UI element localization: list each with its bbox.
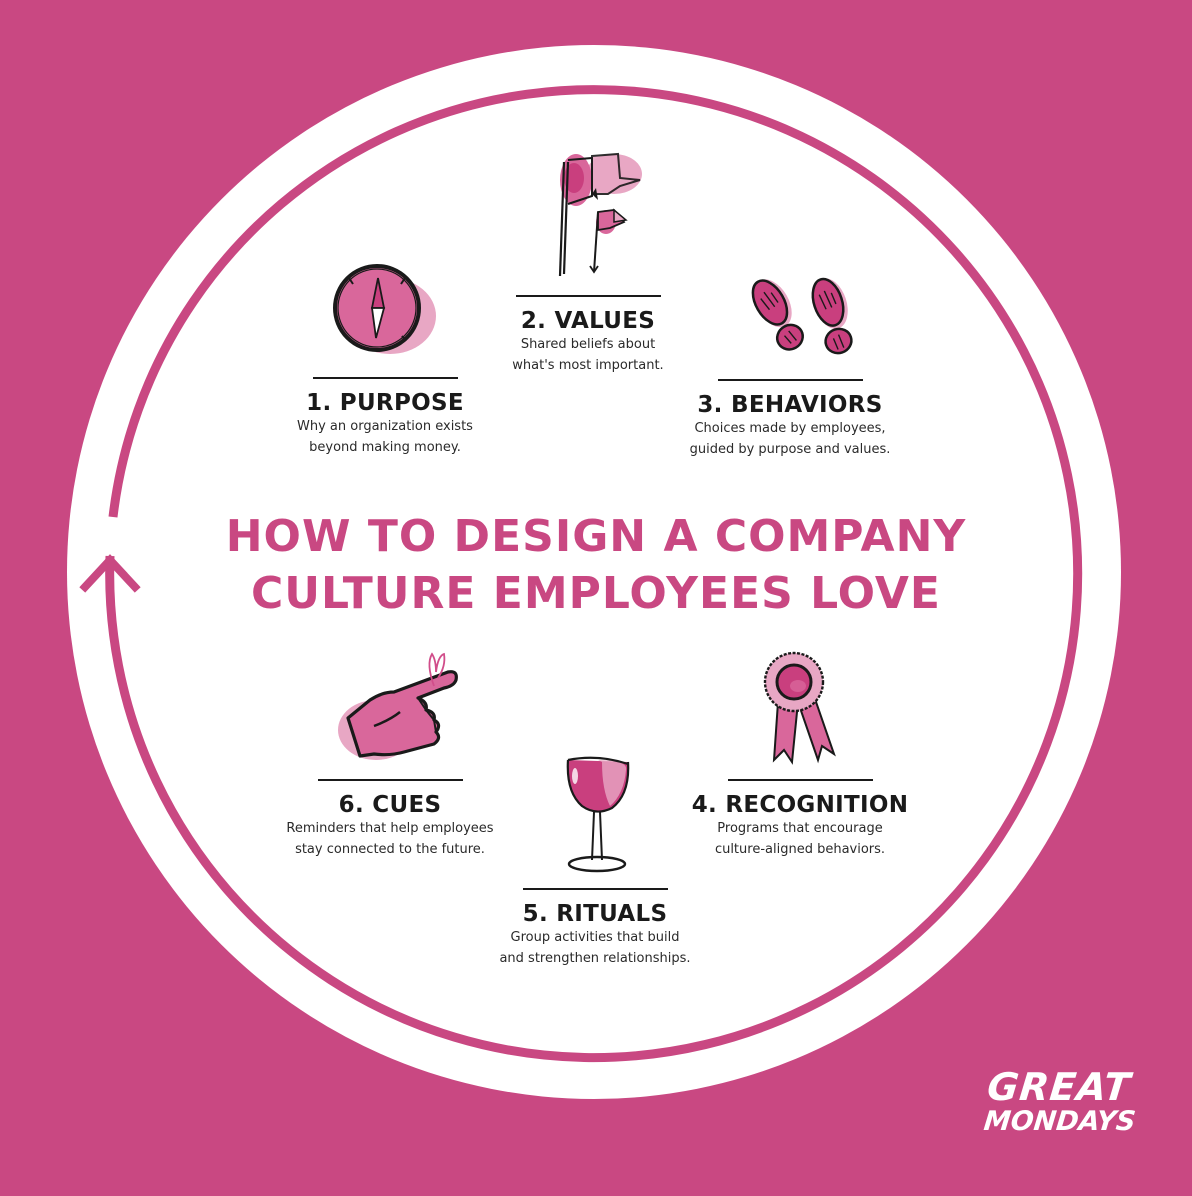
divider [515, 295, 661, 297]
logo-line1: GREAT [985, 1065, 1133, 1109]
cycle-ring-arc [105, 85, 1083, 1063]
main-title-line1: HOW TO DESIGN A COMPANY [225, 511, 967, 562]
award-ribbon-icon [763, 651, 836, 765]
step-desc-line2: culture-aligned behaviors. [714, 841, 886, 857]
step-desc-line2: stay connected to the future. [295, 841, 485, 857]
step-heading: 5. RITUALS [522, 901, 668, 927]
step-values: 2. VALUES Shared beliefs about what's mo… [488, 295, 688, 376]
logo-line2: MONDAYS [982, 1106, 1138, 1137]
arrow-up-icon [79, 554, 141, 593]
step-heading: 6. CUES [338, 792, 442, 818]
white-circle [67, 45, 1121, 1099]
main-title-line2: CULTURE EMPLOYEES LOVE [251, 568, 941, 619]
step-cues: 6. CUES Reminders that help employees st… [270, 779, 510, 860]
finger-string-icon [338, 652, 458, 760]
step-desc-line1: Why an organization exists [297, 419, 473, 434]
step-heading: 2. VALUES [520, 308, 656, 334]
step-recognition: 4. RECOGNITION Programs that encourage c… [680, 779, 920, 860]
wine-glass-icon [566, 756, 630, 873]
step-heading: 1. PURPOSE [306, 390, 464, 416]
divider [312, 377, 458, 379]
step-desc-line2: what's most important. [512, 357, 664, 373]
step-desc-line1: Shared beliefs about [520, 337, 656, 352]
step-heading: 3. BEHAVIORS [697, 392, 883, 418]
step-desc-line1: Reminders that help employees [286, 821, 494, 836]
step-rituals: 5. RITUALS Group activities that build a… [475, 888, 715, 969]
step-desc-line1: Programs that encourage [717, 821, 883, 836]
step-desc-line1: Choices made by employees, [694, 421, 886, 436]
divider [317, 779, 463, 781]
divider [522, 888, 668, 890]
divider [727, 779, 873, 781]
step-desc-line2: guided by purpose and values. [689, 441, 891, 457]
step-purpose: 1. PURPOSE Why an organization exists be… [285, 377, 485, 458]
step-desc-line1: Group activities that build [510, 930, 680, 945]
divider [717, 379, 863, 381]
compass-icon [333, 264, 436, 354]
great-mondays-logo: GREAT MONDAYS [982, 1065, 1141, 1137]
step-heading: 4. RECOGNITION [691, 792, 909, 818]
step-behaviors: 3. BEHAVIORS Choices made by employees, … [670, 379, 910, 460]
step-desc-line2: beyond making money. [309, 439, 461, 455]
footprints-icon [751, 277, 853, 355]
flags-icon [558, 152, 642, 276]
step-desc-line2: and strengthen relationships. [499, 950, 691, 966]
